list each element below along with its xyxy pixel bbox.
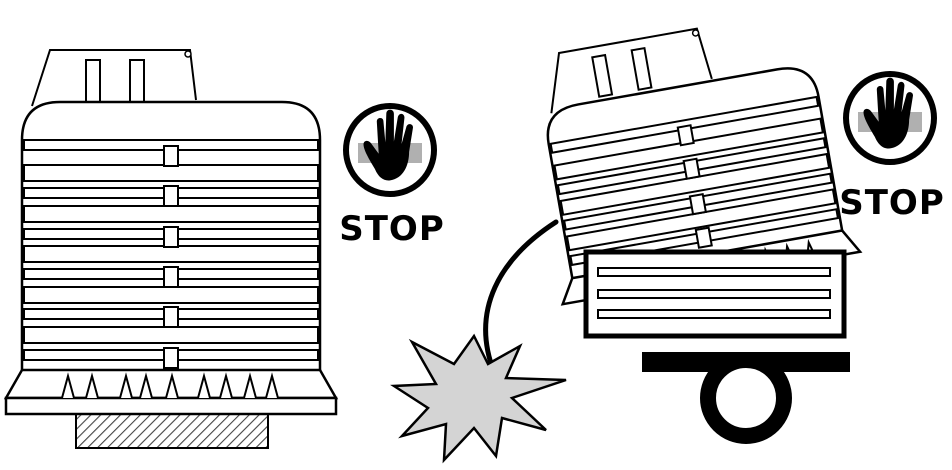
container-on-base xyxy=(6,50,336,448)
lid-knob xyxy=(185,51,191,57)
lid-slot-1 xyxy=(86,60,100,104)
hatched-base xyxy=(76,412,268,448)
base-plate xyxy=(6,398,336,414)
trailer-wheel xyxy=(708,360,784,436)
lid xyxy=(32,50,196,106)
lid-slot-2 xyxy=(130,60,144,104)
stop-label-right: STOP xyxy=(839,183,945,223)
impact-burst-icon xyxy=(394,336,566,460)
trailer-slats xyxy=(598,268,830,318)
stop-sign-left: STOP xyxy=(339,106,445,249)
stop-sign-right: STOP xyxy=(839,74,945,223)
stop-label-left: STOP xyxy=(339,209,445,249)
container-on-trailer xyxy=(520,8,860,436)
